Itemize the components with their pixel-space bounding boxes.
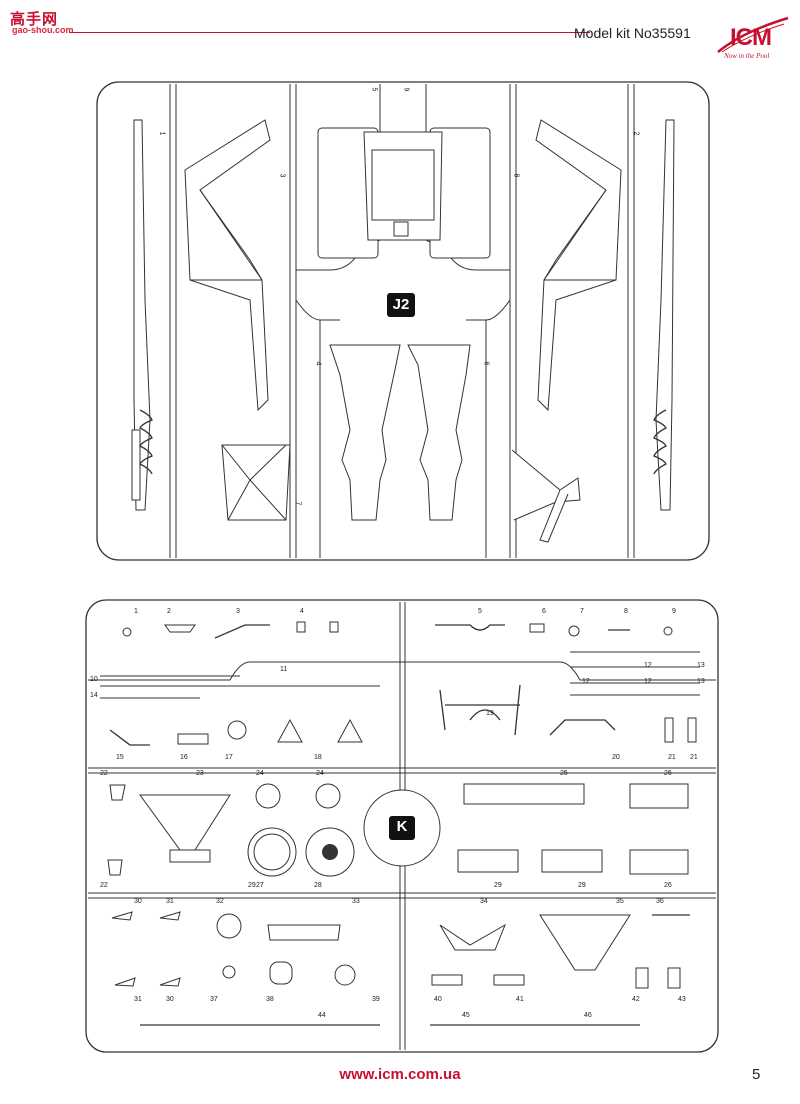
k-part-number: 4 [300,608,304,615]
k-part-number: 44 [318,1012,326,1019]
k-part-number: 33 [352,898,360,905]
k-part-number: 29 [494,882,502,889]
icm-logo: ICM Now in the Pool [712,12,792,64]
k-part-number: 45 [462,1012,470,1019]
k-part-number: 8 [624,608,628,615]
k-part-number: 30 [134,898,142,905]
k-part-number: 12 [644,662,652,669]
k-part-number: 10 [90,676,98,683]
logo-swoosh-icon [717,16,789,53]
k-part-number: 2 [167,608,171,615]
k-part-number: 26 [664,882,672,889]
k-part-number: 21 [690,754,698,761]
logo-slogan: Now in the Pool [724,52,770,60]
k-part-number: 15 [116,754,124,761]
header-rule [70,32,590,33]
k-part-number: 23 [196,770,204,777]
k-part-number: 27 [256,882,264,889]
sprue-k-label: K [396,818,408,835]
k-part-number: 16 [180,754,188,761]
sprue-k-badge [389,816,415,840]
k-part-number: 46 [584,1012,592,1019]
k-part-number: 3 [236,608,240,615]
k-part-number: 25 [560,770,568,777]
k-part-number: 13 [697,662,705,669]
k-part-number: 14 [90,692,98,699]
k-part-number: 30 [166,996,174,1003]
k-part-number: 1 [134,608,138,615]
k-part-number: 36 [656,898,664,905]
k-part-number: 28 [314,882,322,889]
k-part-number: 9 [672,608,676,615]
k-part-number: 29 [248,882,256,889]
k-part-number: 12 [644,678,652,685]
watermark-title: 高手网 [10,10,59,28]
k-part-number: 24 [256,770,264,777]
k-part-number: 31 [166,898,174,905]
k-part-number: 24 [316,770,324,777]
k-part-number: 12 [582,678,590,685]
sprue-j2-frame [96,81,710,561]
k-part-number: 20 [612,754,620,761]
k-part-number: 6 [542,608,546,615]
sprue-j2-label: J2 [392,296,410,313]
k-part-number: 42 [632,996,640,1003]
k-part-number: 22 [100,770,108,777]
k-part-number: 38 [266,996,274,1003]
k-part-number: 37 [210,996,218,1003]
k-part-number: 40 [434,996,442,1003]
k-part-number: 18 [314,754,322,761]
kit-number: Model kit No35591 [574,25,691,41]
watermark-url: gao-shou.com [12,25,74,35]
k-part-number: 21 [668,754,676,761]
k-part-number: 43 [678,996,686,1003]
k-part-number: 26 [664,770,672,777]
k-part-number: 11 [280,666,288,673]
k-part-number: 17 [225,754,233,761]
page-number: 5 [752,1066,761,1083]
k-part-number: 29 [578,882,586,889]
k-part-number: 5 [478,608,482,615]
sprue-k-frame [85,599,719,1053]
logo-name: ICM [730,24,772,51]
k-part-number: 39 [372,996,380,1003]
k-part-number: 34 [480,898,488,905]
k-part-number: 35 [616,898,624,905]
watermark: 高手网 gao-shou.com [6,8,76,38]
sprue-j2-badge [387,293,415,317]
k-part-number: 41 [516,996,524,1003]
k-part-number: 31 [134,996,142,1003]
footer-url[interactable]: www.icm.com.ua [339,1066,461,1083]
k-part-number: 22 [100,882,108,889]
k-part-number: 7 [580,608,584,615]
k-part-number: 32 [216,898,224,905]
k-part-number: 19 [486,710,494,717]
k-part-number: 13 [697,678,705,685]
